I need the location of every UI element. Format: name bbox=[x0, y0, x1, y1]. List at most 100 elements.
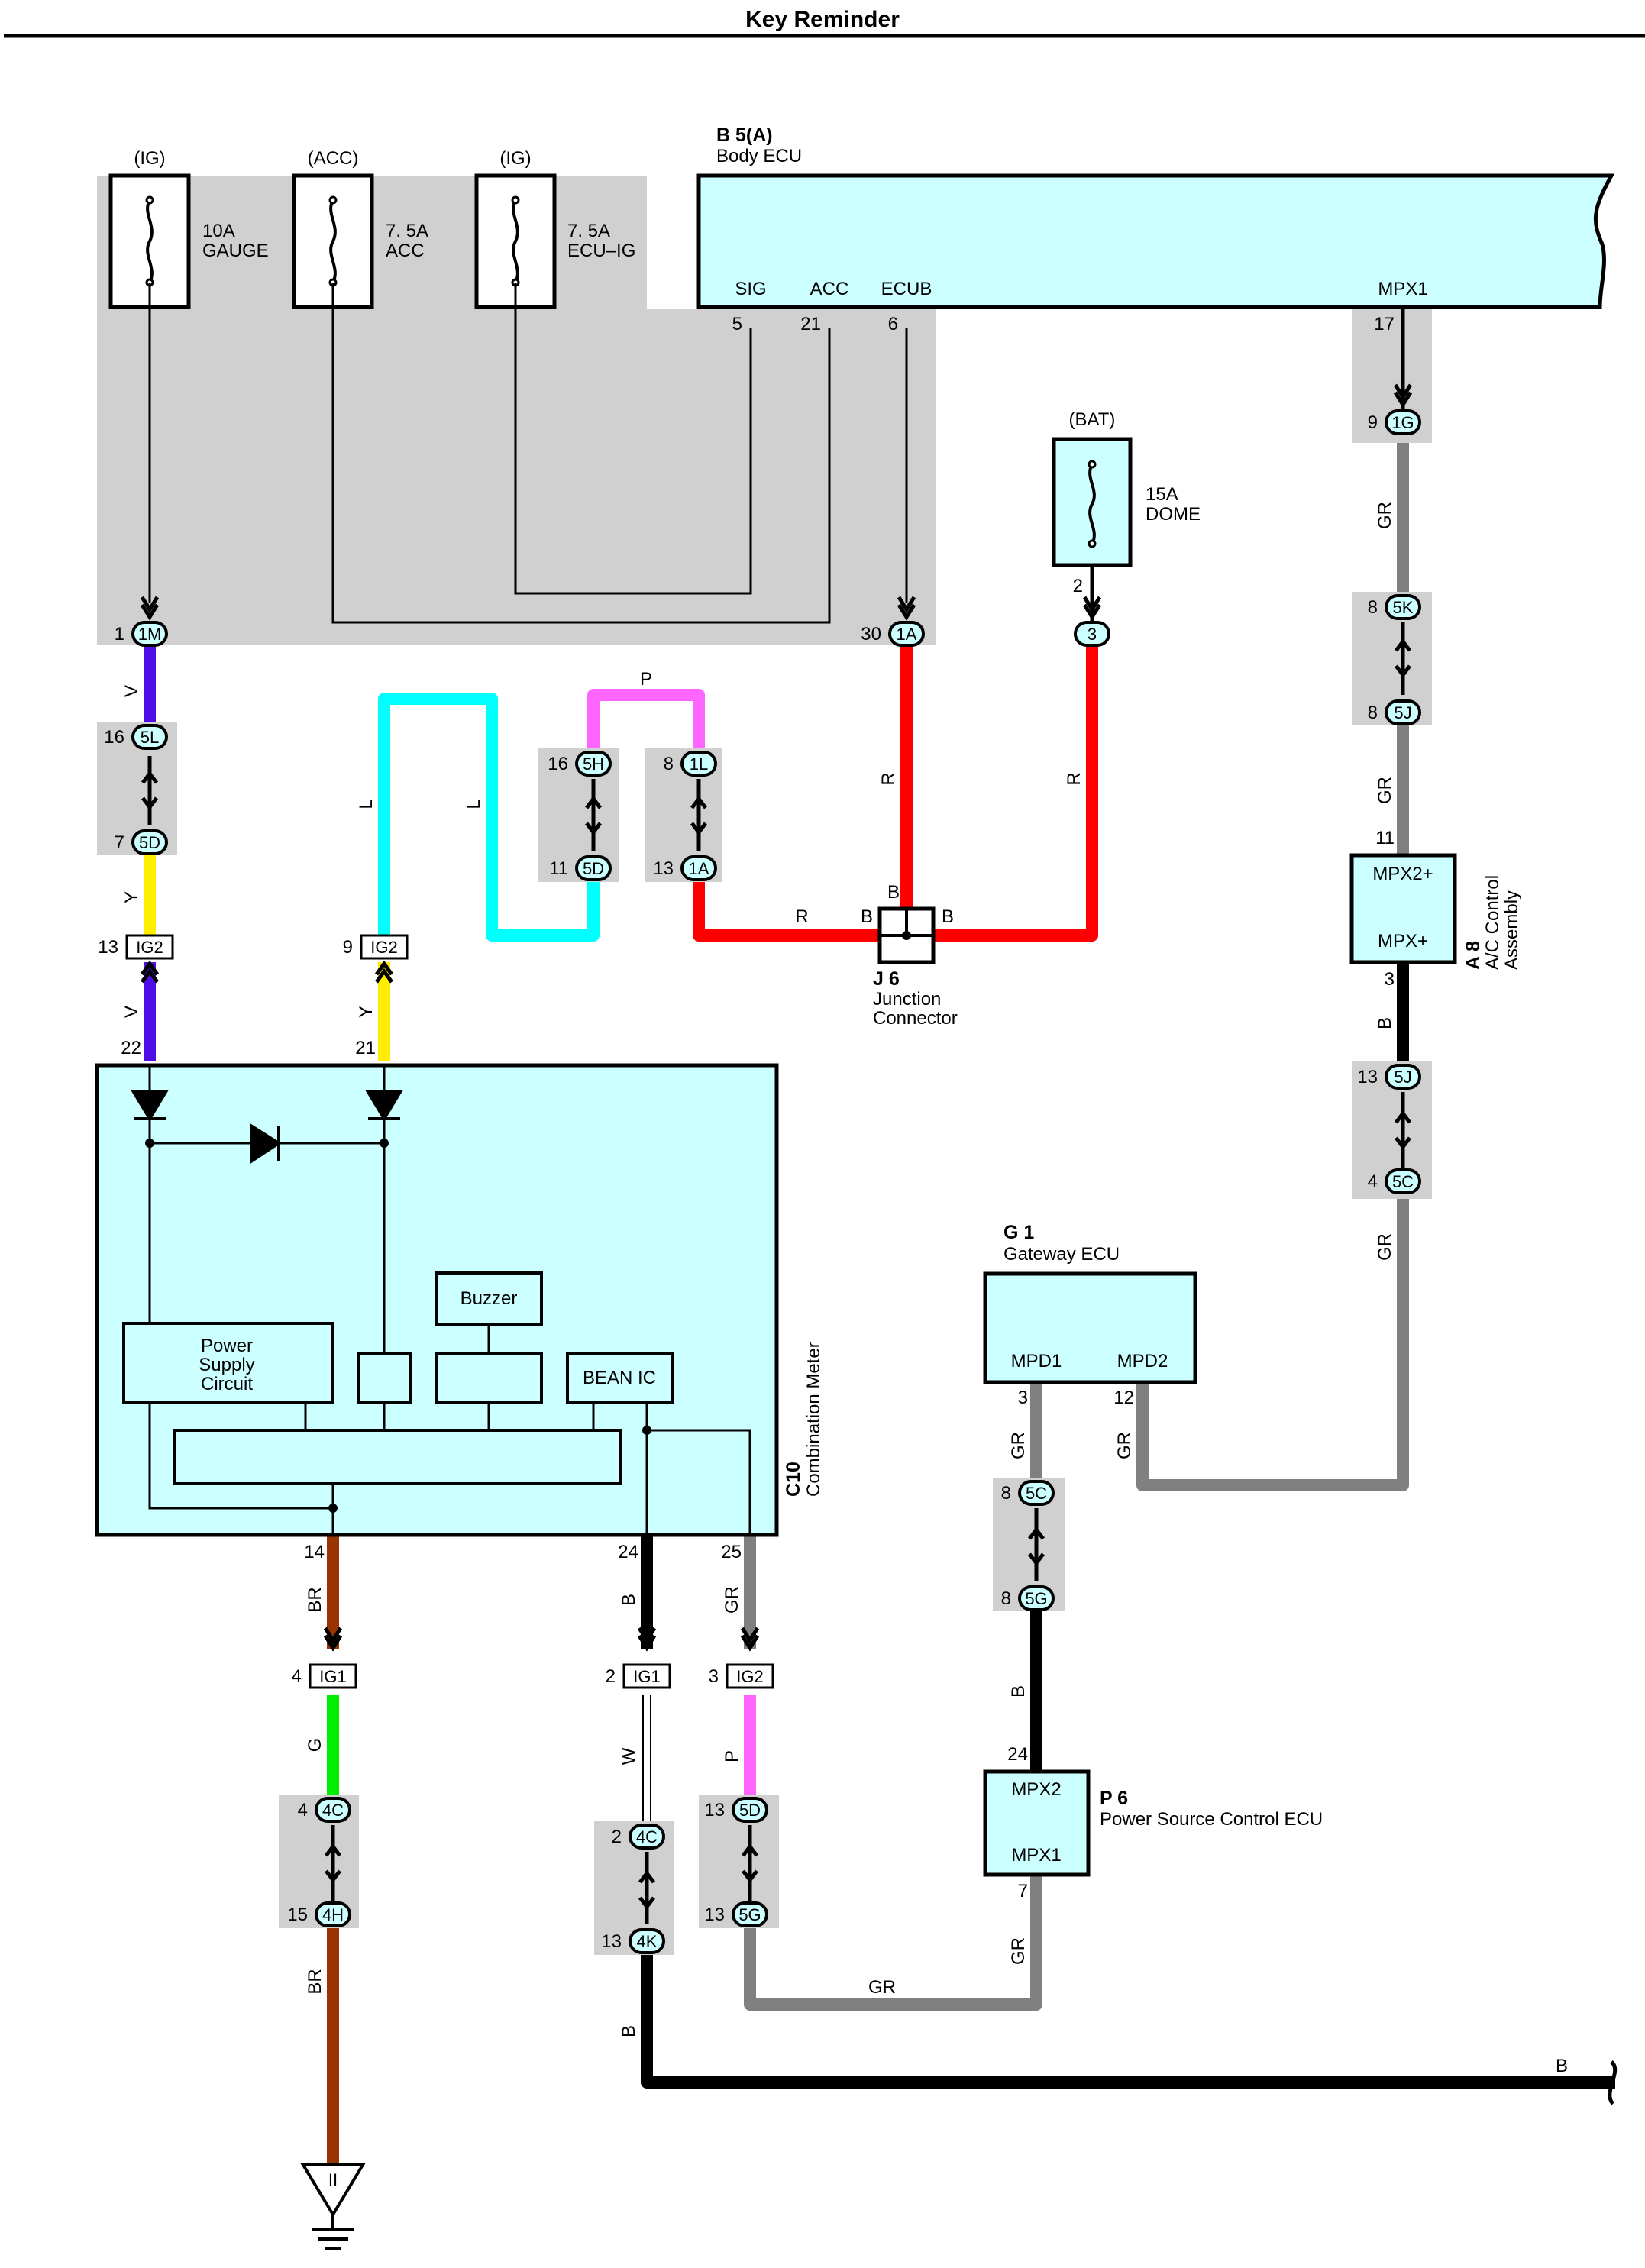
wire-gr-p6 bbox=[744, 1875, 1042, 2011]
wire-acc-internal bbox=[331, 283, 831, 624]
meter-pin-in-right: 21 bbox=[355, 1038, 376, 1058]
wire-label-r-horiz: R bbox=[795, 906, 808, 927]
connector-5j-low-pin: 13 bbox=[1357, 1067, 1378, 1087]
ac-name-1: A/C Control bbox=[1482, 875, 1503, 970]
wire-label-r-left: R bbox=[878, 772, 899, 785]
fuse-gauge-source: (IG) bbox=[134, 148, 165, 169]
connector-1a-mid-pin: 13 bbox=[653, 858, 674, 879]
wire-ecuig-internal bbox=[514, 283, 752, 595]
body-ecu-pin-acc: ACC bbox=[810, 279, 849, 299]
meter-psc-2: Supply bbox=[199, 1355, 254, 1375]
connector-5d-mid-pin: 11 bbox=[549, 858, 568, 879]
wire-label-g: G bbox=[305, 1738, 325, 1753]
wire-label-b-gw: B bbox=[1008, 1685, 1029, 1698]
meter-psc-3: Circuit bbox=[201, 1374, 253, 1394]
gateway-code: G 1 bbox=[1003, 1222, 1034, 1243]
connector-1a-top-pin: 30 bbox=[861, 624, 881, 645]
wire-label-gr-1: GR bbox=[1375, 502, 1395, 529]
fuse-ecuig-source: (IG) bbox=[499, 148, 531, 169]
fuse-ecuig-rating: 7. 5A bbox=[567, 221, 610, 241]
connector-4h: 4H bbox=[322, 1905, 344, 1924]
wire-label-gr-gw-right: GR bbox=[1114, 1432, 1135, 1459]
connector-ig2-a: IG2 bbox=[136, 938, 163, 957]
ac-pin-top: MPX2+ bbox=[1372, 864, 1433, 884]
connector-5d-low-pin: 13 bbox=[704, 1800, 725, 1821]
junction-top-label: B bbox=[887, 882, 900, 903]
meter-psc-1: Power bbox=[201, 1336, 253, 1356]
connector-ig2-b: IG2 bbox=[370, 938, 397, 957]
connector-4h-pin: 15 bbox=[287, 1905, 308, 1925]
connector-ig1-a: IG1 bbox=[319, 1667, 346, 1686]
connector-5c-mid-pin: 8 bbox=[1001, 1483, 1011, 1504]
connector-ig2-a-pin: 13 bbox=[98, 937, 118, 958]
connector-ig2-b-pin: 9 bbox=[343, 937, 353, 958]
ac-code: A 8 bbox=[1462, 941, 1484, 970]
connector-1l: 1L bbox=[690, 754, 708, 774]
connector-4c-a-pin: 4 bbox=[298, 1800, 308, 1821]
connector-4k: 4K bbox=[637, 1932, 658, 1951]
connector-1g: 1G bbox=[1391, 413, 1414, 432]
wire-label-gr-bottom: GR bbox=[868, 1977, 896, 1998]
connector-5k: 5K bbox=[1393, 598, 1414, 617]
ac-num-bottom: 3 bbox=[1385, 969, 1395, 990]
wire-label-y-top: Y bbox=[121, 891, 142, 903]
fuse-gauge-name: GAUGE bbox=[202, 241, 269, 261]
wire-b-bottom bbox=[641, 1955, 1615, 2089]
fuse-acc-icon bbox=[329, 199, 337, 283]
connector-5j-top-pin: 8 bbox=[1368, 703, 1378, 723]
connector-5j-top: 5J bbox=[1394, 703, 1411, 722]
wire-label-y-low: Y bbox=[356, 1006, 377, 1018]
junction-name-1: Junction bbox=[873, 989, 941, 1010]
connector-5h-pin: 16 bbox=[548, 754, 568, 774]
body-ecu-name: Body ECU bbox=[716, 146, 802, 166]
connector-1a-top: 1A bbox=[897, 625, 917, 644]
body-ecu-num-mpx1: 17 bbox=[1374, 314, 1395, 334]
connector-5c-right-pin: 4 bbox=[1368, 1171, 1378, 1192]
fuse-acc-rating: 7. 5A bbox=[386, 221, 428, 241]
connector-ig2-c-pin: 3 bbox=[709, 1666, 719, 1687]
wire-label-br-low: BR bbox=[305, 1969, 325, 1994]
connector-5c-right: 5C bbox=[1392, 1172, 1414, 1191]
connector-4c-b-pin: 2 bbox=[612, 1827, 622, 1847]
connector-1m-pin: 1 bbox=[115, 624, 124, 645]
connector-ig1-b-pin: 2 bbox=[606, 1666, 616, 1687]
wire-label-p-top: P bbox=[640, 669, 652, 690]
junction-name-2: Connector bbox=[873, 1008, 958, 1029]
body-ecu-pin-ecub: ECUB bbox=[881, 279, 932, 299]
wire-label-l-left: L bbox=[356, 799, 377, 809]
connector-5k-pin: 8 bbox=[1368, 597, 1378, 618]
fuse-dome-icon bbox=[1088, 464, 1096, 544]
connector-5d-left: 5D bbox=[139, 833, 160, 852]
connector-5g-low-pin: 13 bbox=[704, 1905, 725, 1925]
wire-l bbox=[378, 693, 600, 942]
connector-5d-low: 5D bbox=[739, 1801, 761, 1820]
page-title: Key Reminder bbox=[745, 7, 900, 32]
wire-label-r-right: R bbox=[1064, 772, 1084, 785]
junction-code: J 6 bbox=[873, 968, 900, 990]
wire-label-w: W bbox=[619, 1747, 639, 1765]
meter-name: Combination Meter bbox=[803, 1342, 824, 1497]
p6-code: P 6 bbox=[1100, 1788, 1128, 1809]
wire-r-left bbox=[693, 882, 886, 942]
junction-j6: B B B J 6 Junction Connector bbox=[861, 882, 958, 1029]
wire-gr-3 bbox=[1136, 1199, 1409, 1491]
power-source-ecu: 24 MPX2 MPX1 7 P 6 Power Source Control … bbox=[983, 1744, 1323, 1901]
fuse-acc-source: (ACC) bbox=[308, 148, 359, 169]
body-ecu-code: B 5(A) bbox=[716, 124, 773, 146]
ac-num-top: 11 bbox=[1375, 828, 1395, 848]
connector-5c-mid: 5C bbox=[1026, 1484, 1047, 1503]
connector-ig1-b: IG1 bbox=[633, 1667, 660, 1686]
connector-5l: 5L bbox=[141, 728, 159, 747]
wire-label-b-bottom: B bbox=[1556, 2056, 1568, 2076]
fuse-gauge-rating: 10A bbox=[202, 221, 235, 241]
fuse-acc-name: ACC bbox=[386, 241, 425, 261]
connector-5g-low: 5G bbox=[738, 1905, 761, 1924]
ground-label: II bbox=[328, 2170, 338, 2189]
gateway-ecu: G 1 Gateway ECU MPD1 MPD2 3 12 bbox=[983, 1222, 1197, 1408]
fuse-gauge-icon bbox=[146, 199, 154, 283]
body-ecu-num-ecub: 6 bbox=[888, 314, 898, 334]
gateway-pin-right: MPD2 bbox=[1117, 1351, 1168, 1371]
connector-4c-a: 4C bbox=[322, 1801, 344, 1820]
wire-label-gr-p6: GR bbox=[1008, 1937, 1029, 1965]
